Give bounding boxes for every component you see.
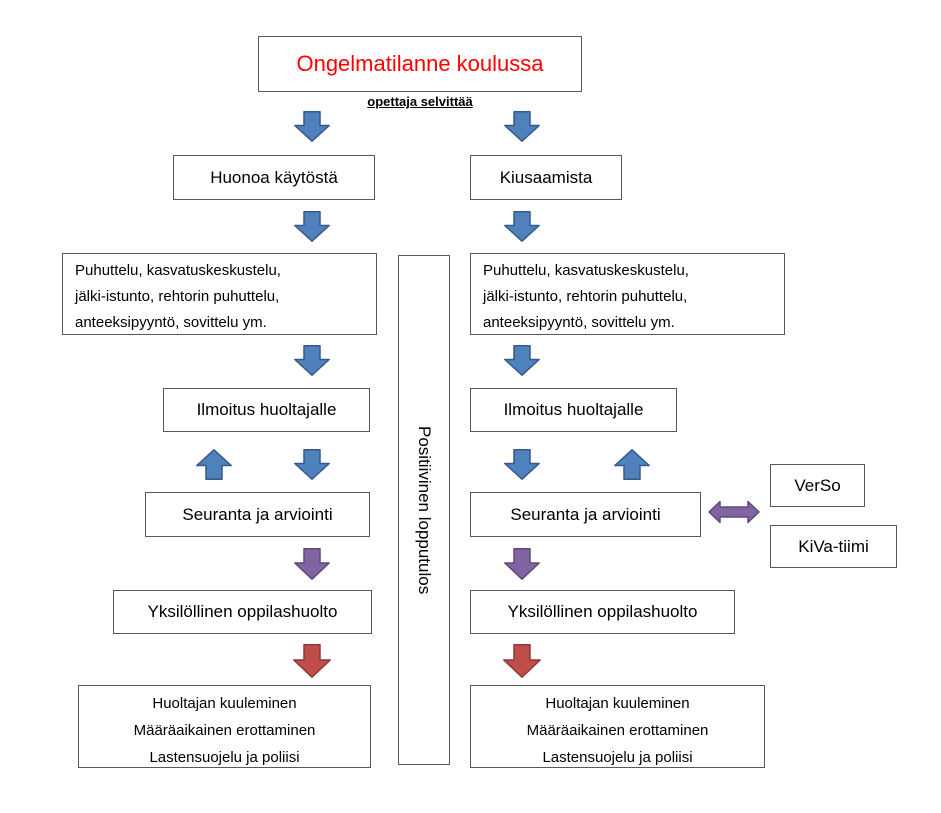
- final-line: Lastensuojelu ja poliisi: [542, 749, 693, 766]
- down-arrow-icon: [294, 345, 330, 376]
- measure-line: Puhuttelu, kasvatuskeskustelu,: [483, 262, 689, 279]
- branch-box-bullying: Kiusaamista: [470, 155, 622, 200]
- measure-line: anteeksipyyntö, sovittelu ym.: [483, 314, 675, 331]
- diagram-title: Ongelmatilanne koulussa: [258, 36, 582, 92]
- measure-line: Puhuttelu, kasvatuskeskustelu,: [75, 262, 281, 279]
- followup-box-right: Seuranta ja arviointi: [470, 492, 701, 537]
- final-line: Lastensuojelu ja poliisi: [149, 749, 300, 766]
- welfare-box-left: Yksilöllinen oppilashuolto: [113, 590, 372, 634]
- down-arrow-icon: [504, 211, 540, 242]
- down-arrow-icon: [293, 644, 331, 678]
- down-arrow-icon: [294, 111, 330, 142]
- divider-label: Positiivinen lopputulos: [415, 425, 434, 595]
- final-line: Määräaikainen erottaminen: [526, 722, 709, 739]
- diagram-subtitle: opettaja selvittää: [367, 94, 473, 109]
- down-arrow-icon: [503, 644, 541, 678]
- branch-box-misbehaviour: Huonoa käytöstä: [173, 155, 375, 200]
- measure-line: jälki-istunto, rehtorin puhuttelu,: [75, 288, 280, 305]
- measure-line: anteeksipyyntö, sovittelu ym.: [75, 314, 267, 331]
- measures-box-right: Puhuttelu, kasvatuskeskustelu, jälki-ist…: [470, 253, 785, 335]
- followup-box-left: Seuranta ja arviointi: [145, 492, 370, 537]
- kiva-team-box: KiVa-tiimi: [770, 525, 897, 568]
- final-line: Huoltajan kuuleminen: [152, 695, 297, 712]
- welfare-box-right: Yksilöllinen oppilashuolto: [470, 590, 735, 634]
- final-measures-box-left: Huoltajan kuuleminen Määräaikainen erott…: [78, 685, 371, 768]
- down-arrow-icon: [504, 111, 540, 142]
- final-line: Määräaikainen erottaminen: [133, 722, 316, 739]
- measures-box-left: Puhuttelu, kasvatuskeskustelu, jälki-ist…: [62, 253, 377, 335]
- up-arrow-icon: [196, 449, 232, 480]
- final-line: Huoltajan kuuleminen: [545, 695, 690, 712]
- down-arrow-icon: [504, 548, 540, 580]
- measure-line: jälki-istunto, rehtorin puhuttelu,: [483, 288, 688, 305]
- positive-outcome-divider: Positiivinen lopputulos: [398, 255, 450, 765]
- down-arrow-icon: [294, 449, 330, 480]
- down-arrow-icon: [504, 449, 540, 480]
- down-arrow-icon: [294, 211, 330, 242]
- final-measures-box-right: Huoltajan kuuleminen Määräaikainen erott…: [470, 685, 765, 768]
- notify-guardian-box-left: Ilmoitus huoltajalle: [163, 388, 370, 432]
- down-arrow-icon: [504, 345, 540, 376]
- verso-box: VerSo: [770, 464, 865, 507]
- up-arrow-icon: [614, 449, 650, 480]
- down-arrow-icon: [294, 548, 330, 580]
- notify-guardian-box-right: Ilmoitus huoltajalle: [470, 388, 677, 432]
- left-right-arrow-icon: [708, 500, 760, 524]
